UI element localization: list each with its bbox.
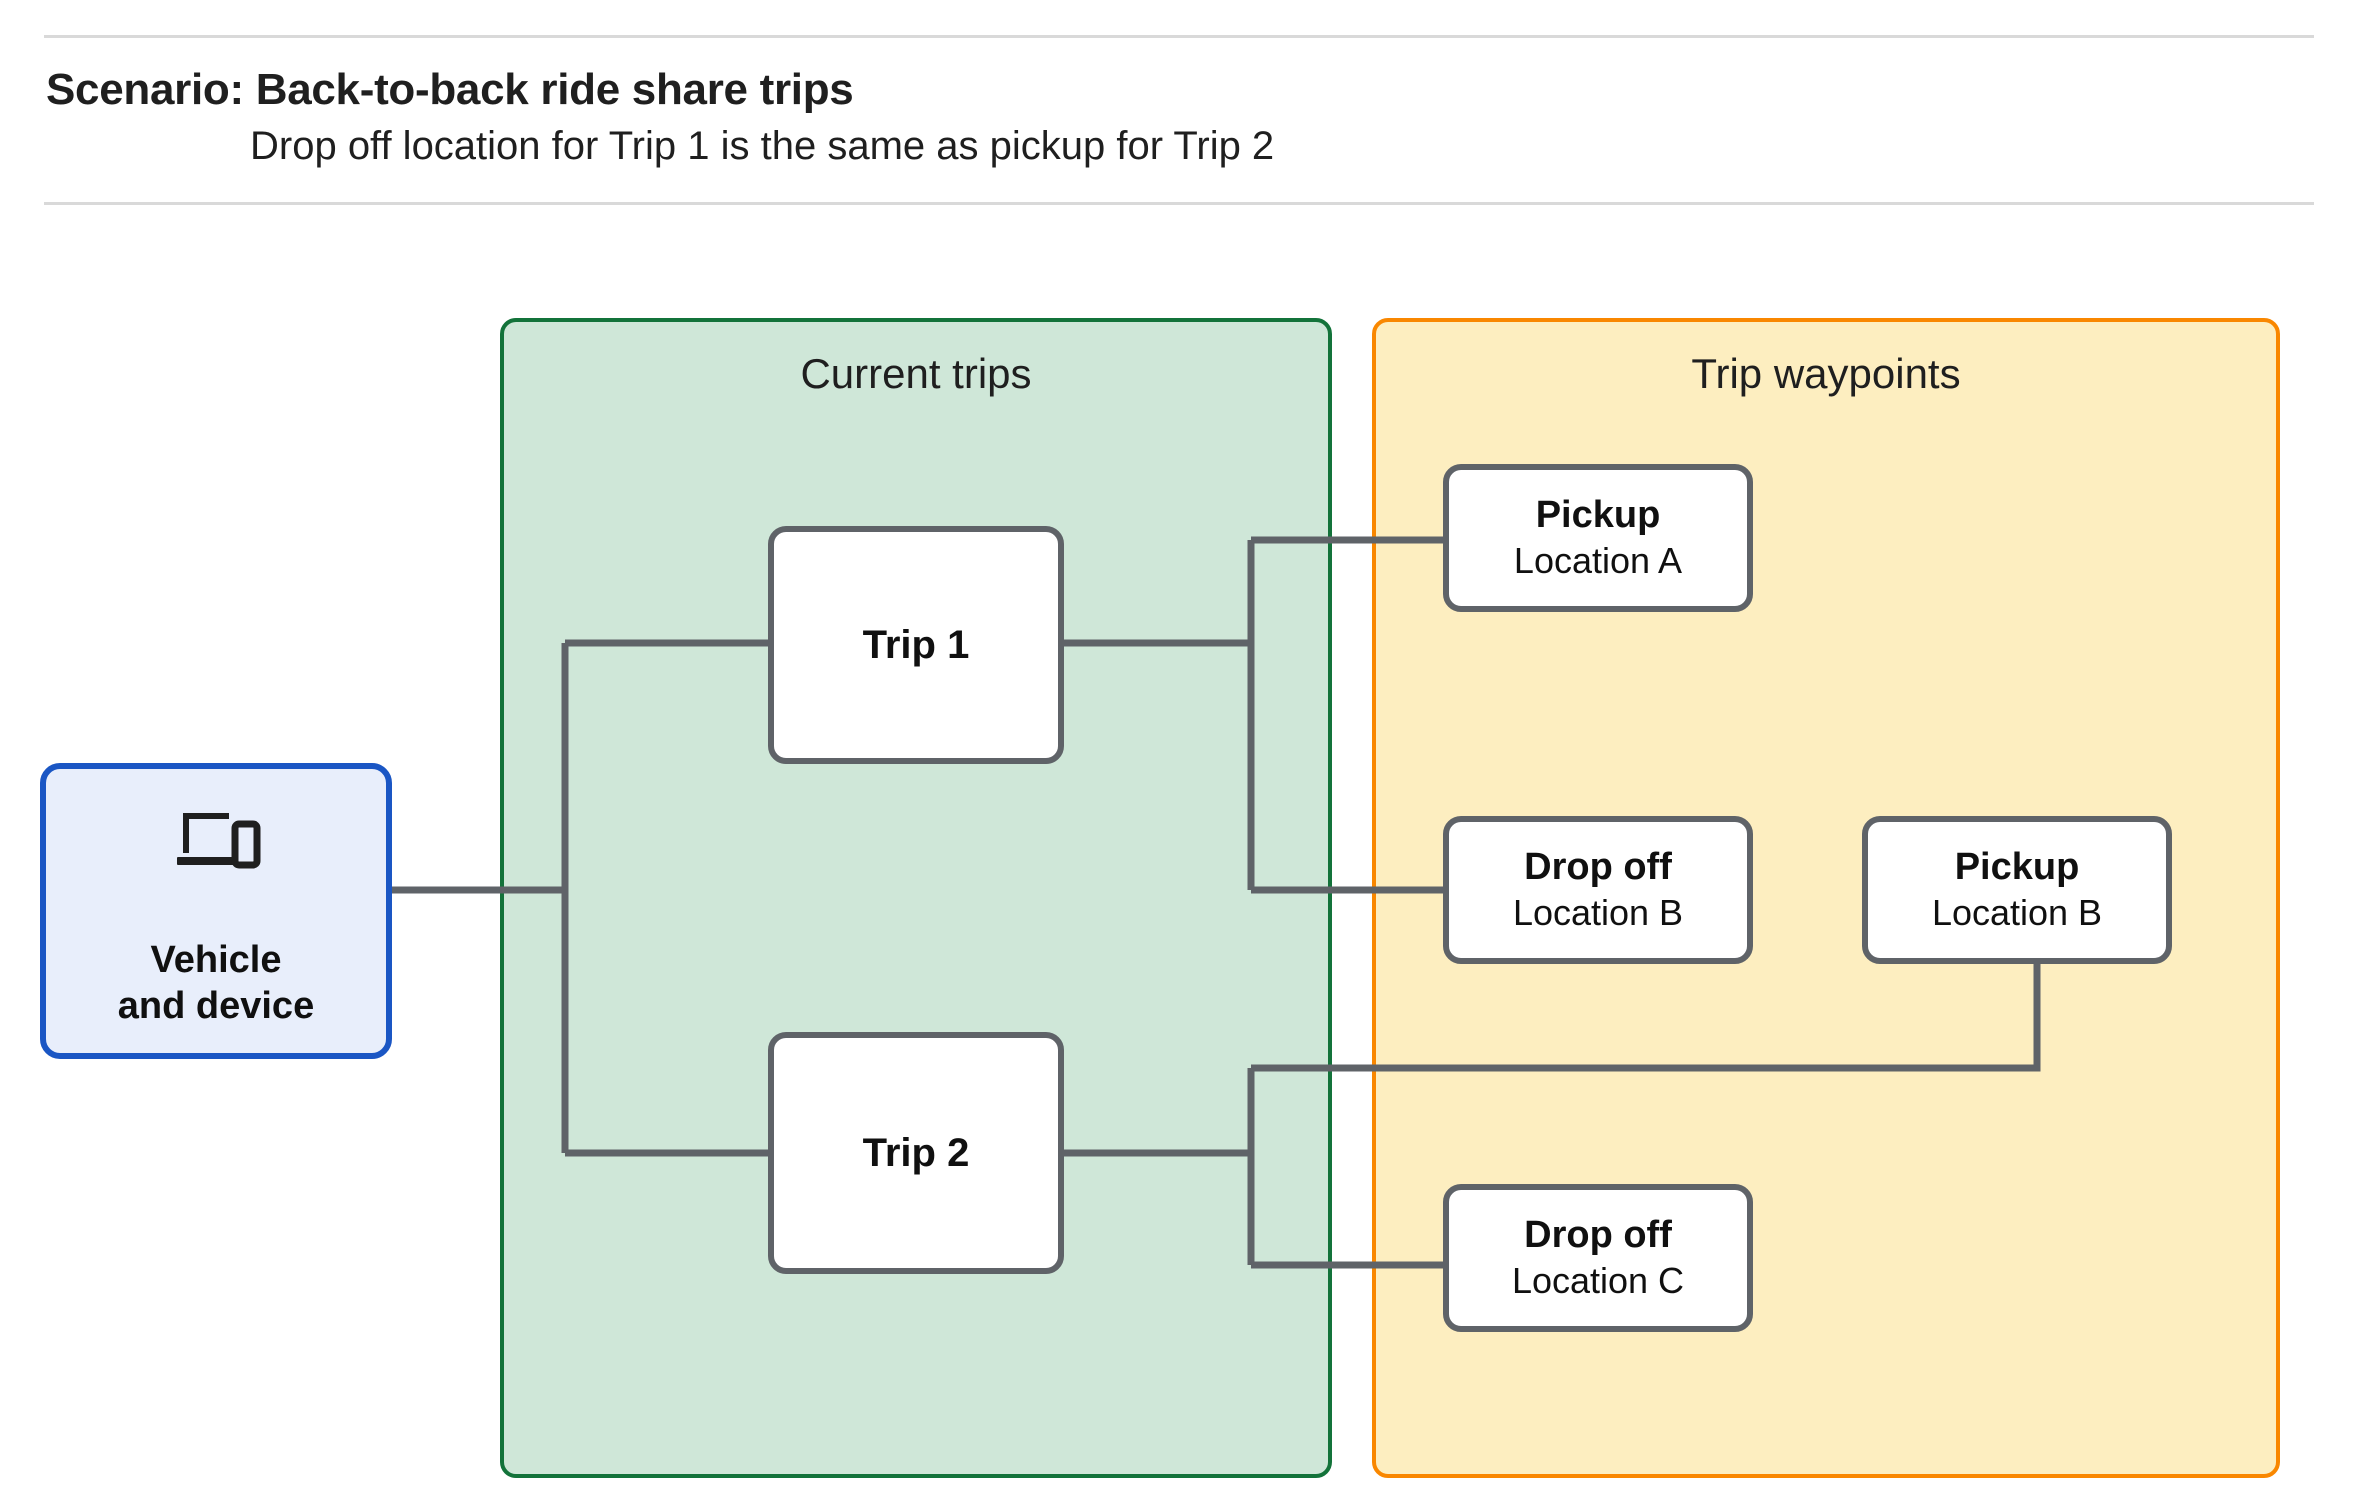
page-header: Scenario: Back-to-back ride share trips … xyxy=(0,0,2357,208)
node-waypoint-pickup-a[interactable]: Pickup Location A xyxy=(1443,464,1753,612)
header-divider-bottom xyxy=(44,202,2314,205)
node-trip-2-label: Trip 2 xyxy=(862,1131,970,1175)
node-trip-2[interactable]: Trip 2 xyxy=(768,1032,1064,1274)
page-subtitle: Drop off location for Trip 1 is the same… xyxy=(250,124,1275,168)
node-vehicle-label: Vehicle and device xyxy=(117,939,315,1028)
header-divider-top xyxy=(44,35,2314,38)
node-dropoff-b-location: Location B xyxy=(1512,892,1684,934)
node-trip-1-label: Trip 1 xyxy=(862,623,970,667)
page-title: Scenario: Back-to-back ride share trips xyxy=(46,65,854,114)
node-trip-1[interactable]: Trip 1 xyxy=(768,526,1064,764)
node-waypoint-dropoff-c[interactable]: Drop off Location C xyxy=(1443,1184,1753,1332)
group-current-trips: Current trips xyxy=(500,318,1332,1478)
node-pickup-b-location: Location B xyxy=(1931,892,2103,934)
node-waypoint-pickup-b[interactable]: Pickup Location B xyxy=(1862,816,2172,964)
group-current-trips-label: Current trips xyxy=(800,350,1032,397)
node-dropoff-b-title: Drop off xyxy=(1524,845,1672,888)
node-waypoint-dropoff-b[interactable]: Drop off Location B xyxy=(1443,816,1753,964)
node-pickup-a-location: Location A xyxy=(1513,540,1683,582)
node-pickup-b-title: Pickup xyxy=(1954,845,2080,888)
node-dropoff-c-location: Location C xyxy=(1511,1260,1685,1302)
node-dropoff-c-title: Drop off xyxy=(1524,1213,1672,1256)
node-vehicle-and-device[interactable]: Vehicle and device xyxy=(40,763,392,1059)
group-trip-waypoints-label: Trip waypoints xyxy=(1691,350,1961,397)
devices-icon xyxy=(177,813,261,869)
node-pickup-a-title: Pickup xyxy=(1535,493,1661,536)
